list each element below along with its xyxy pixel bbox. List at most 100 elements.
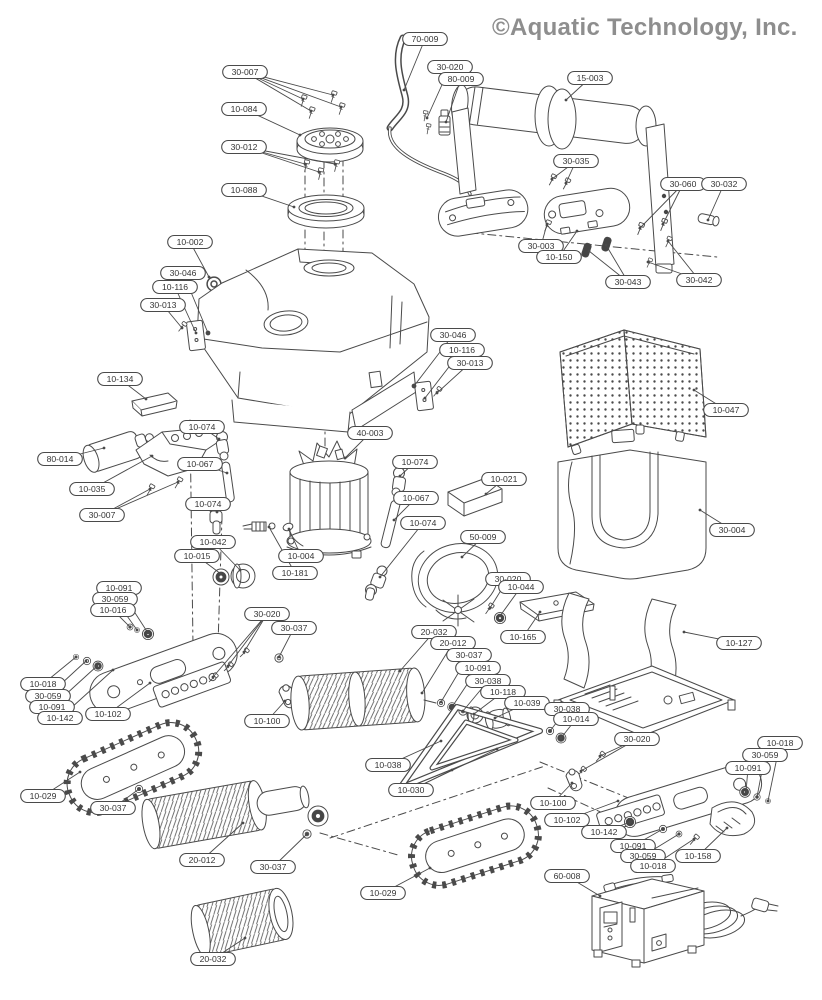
part-number: 30-032 [711,179,738,189]
callout-10-038: 10-038 [365,757,411,773]
elbow-fitting-bottom [364,565,388,601]
leader-dot [692,837,696,841]
impeller-disc [296,127,364,163]
handle-screws [421,110,432,135]
leader-dot [628,820,632,824]
leader-dot [238,568,242,572]
part-number: 30-059 [630,851,657,861]
callout-10-074: 10-074 [400,515,446,531]
leader-dot [460,555,464,559]
part-number: 10-021 [491,474,518,484]
callout-10-102: 10-102 [544,812,590,828]
leader-dot [78,770,82,774]
part-number: 10-088 [231,185,258,195]
seal-ring [287,194,365,229]
callout-10-142: 10-142 [581,824,627,840]
part-number: 10-004 [288,551,315,561]
brush-roller-center [290,667,426,731]
callout-10-074: 10-074 [179,419,225,435]
part-number: 30-059 [102,594,129,604]
part-number: 10-102 [554,815,581,825]
float-hardware [541,173,720,269]
leader-dot [176,480,180,484]
callout-10-015: 10-015 [174,548,220,564]
leader-line [379,522,424,578]
leader-dot [343,456,347,460]
leader-dot [333,162,337,166]
part-number: 10-038 [375,760,402,770]
leader-dot [439,739,443,743]
leader-dot [484,492,488,496]
callout-10-118: 10-118 [480,684,526,700]
callout-30-037: 30-037 [271,620,317,636]
part-number: 30-020 [495,574,522,584]
leader-dot [243,936,247,940]
leader-dot [84,659,88,663]
power-supply [591,873,779,968]
leader-line [445,78,462,123]
part-number: 30-060 [670,179,697,189]
callout-30-004: 30-004 [709,522,755,538]
part-number: 30-004 [719,525,746,535]
part-number: 10-018 [640,861,667,871]
part-number: 10-015 [184,551,211,561]
part-number: 30-046 [170,268,197,278]
callout-20-032: 20-032 [190,951,236,967]
leader-dot [725,826,729,830]
leader-line [174,286,197,334]
callout-10-091: 10-091 [455,660,501,676]
callout-30-020: 30-020 [244,606,290,622]
elbow-fitting-right [391,467,407,497]
leader-dot [298,133,302,137]
leader-dot [225,471,229,475]
leader-dot [579,769,583,773]
callout-30-013: 30-013 [140,297,186,313]
callout-60-008: 60-008 [544,868,590,884]
part-number: 10-039 [514,698,541,708]
part-number: 20-012 [440,638,467,648]
callout-30-043: 30-043 [605,274,651,290]
intake-ring [411,543,499,627]
leader-dot [146,631,150,635]
brush-roller-spare [190,887,294,957]
callout-10-016: 10-016 [90,602,136,618]
leader-dot [570,781,574,785]
track-left [63,719,203,817]
callout-10-002: 10-002 [167,234,213,250]
float-body-left [437,189,529,237]
part-number: 10-165 [510,632,537,642]
brush-front-bearing [134,784,329,839]
leader-line [227,613,268,667]
part-number: 30-059 [752,750,779,760]
part-number: 40-003 [357,428,384,438]
drive-pulleys-left [212,563,256,589]
callout-10-074: 10-074 [185,496,231,512]
leader-dot [206,331,210,335]
leader-dot [550,177,554,181]
leader-dot [545,222,549,226]
callout-20-012: 20-012 [430,635,476,651]
leader-dot [692,388,696,392]
callout-30-013: 30-013 [447,355,493,371]
leader-dot [215,510,219,514]
leader-dot [137,787,141,791]
leader-dot [207,275,211,279]
part-number: 10-142 [591,827,618,837]
part-number: 10-102 [95,709,122,719]
brush-roller-front [141,780,310,850]
leader-dot [226,664,230,668]
leader-dot [698,508,702,512]
callout-30-046: 30-046 [430,327,476,343]
part-number: 80-009 [448,74,475,84]
part-number: 10-014 [563,714,590,724]
leader-dot [575,229,579,233]
callout-30-007: 30-007 [79,507,125,523]
part-number: 10-030 [398,785,425,795]
leader-dot [303,162,307,166]
leader-dot [564,181,568,185]
part-number: 30-003 [528,241,555,251]
leader-dot [331,93,335,97]
leader-dot [493,716,497,720]
leader-dot [538,610,542,614]
callout-10-018: 10-018 [757,735,803,751]
